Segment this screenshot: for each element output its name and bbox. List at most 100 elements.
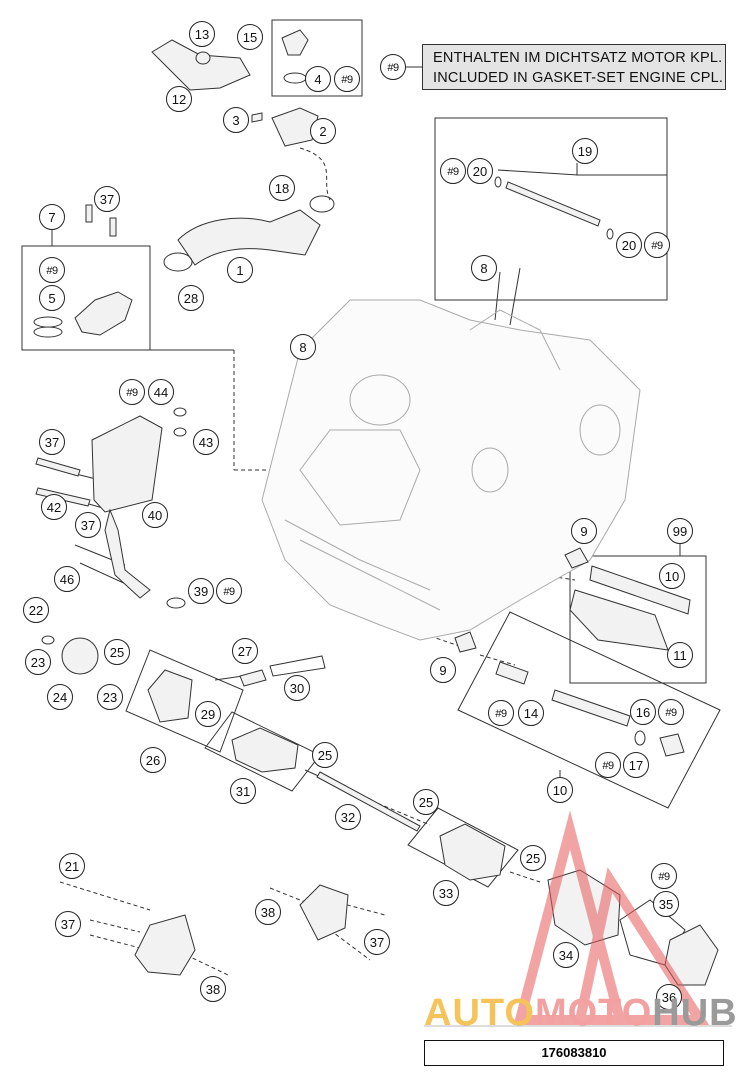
callout-31[interactable]: 31	[230, 778, 256, 804]
callout-32[interactable]: 32	[335, 804, 361, 830]
callout-23-b[interactable]: 23	[97, 684, 123, 710]
callout-11[interactable]: 11	[667, 642, 693, 668]
group-box-19	[434, 117, 668, 301]
callout-23-a[interactable]: 23	[25, 649, 51, 675]
callout-7[interactable]: 7	[39, 204, 65, 230]
callout-9-b[interactable]: 9	[430, 657, 456, 683]
callout-37-b[interactable]: 37	[39, 429, 65, 455]
hose-clamp-28	[163, 252, 193, 272]
callout-22[interactable]: 22	[23, 597, 49, 623]
callout-20-b[interactable]: 20	[616, 232, 642, 258]
callout-40[interactable]: 40	[142, 502, 168, 528]
callout-25-b[interactable]: 25	[312, 742, 338, 768]
callout-13[interactable]: 13	[189, 21, 215, 47]
washer-44	[173, 407, 187, 417]
callout-29[interactable]: 29	[195, 701, 221, 727]
callout-28[interactable]: 28	[178, 285, 204, 311]
o-ring-20a	[494, 176, 502, 188]
callout-18[interactable]: 18	[269, 175, 295, 201]
callout-ref-9-c[interactable]: #9	[440, 158, 466, 184]
callout-37-c[interactable]: 37	[75, 512, 101, 538]
watermark-logo	[513, 810, 710, 1025]
callout-ref-9-d[interactable]: #9	[644, 232, 670, 258]
bolt-42	[35, 457, 81, 477]
callout-ref-9-j[interactable]: #9	[651, 863, 677, 889]
callout-9-a[interactable]: 9	[571, 518, 597, 544]
callout-ref-9-e[interactable]: #9	[119, 379, 145, 405]
callout-ref-9-note: #9	[380, 54, 406, 80]
callout-44[interactable]: 44	[148, 379, 174, 405]
callout-15[interactable]: 15	[237, 24, 263, 50]
callout-27[interactable]: 27	[232, 638, 258, 664]
oil-hose-1	[177, 209, 321, 266]
callout-3[interactable]: 3	[223, 107, 249, 133]
spring-30	[269, 655, 326, 677]
callout-34[interactable]: 34	[553, 942, 579, 968]
note-line-de: ENTHALTEN IM DICHTSATZ MOTOR KPL.	[433, 50, 723, 66]
callout-5[interactable]: 5	[39, 285, 65, 311]
plug-17	[659, 733, 685, 757]
group-box-99	[569, 555, 707, 684]
callout-8-b[interactable]: 8	[290, 334, 316, 360]
callout-12[interactable]: 12	[166, 86, 192, 112]
callout-25-a[interactable]: 25	[104, 639, 130, 665]
callout-ref-9-f[interactable]: #9	[216, 578, 242, 604]
oil-screen-10a	[589, 565, 691, 615]
bolt-37-b	[109, 217, 117, 237]
callout-39[interactable]: 39	[188, 578, 214, 604]
callout-16[interactable]: 16	[630, 699, 656, 725]
crankcase-outline	[261, 299, 641, 641]
o-ring-20b	[606, 228, 614, 240]
callout-21[interactable]: 21	[59, 853, 85, 879]
oil-cooler-40	[91, 415, 163, 513]
callout-30[interactable]: 30	[284, 675, 310, 701]
screw-3	[251, 112, 263, 123]
pump-shaft-32	[316, 771, 421, 832]
callout-46[interactable]: 46	[54, 566, 80, 592]
callout-10-a[interactable]: 10	[659, 563, 685, 589]
callout-38-a[interactable]: 38	[200, 976, 226, 1002]
o-ring-39	[166, 597, 186, 609]
callout-37-e[interactable]: 37	[364, 929, 390, 955]
callout-19[interactable]: 19	[572, 138, 598, 164]
callout-43[interactable]: 43	[193, 429, 219, 455]
callout-24[interactable]: 24	[47, 684, 73, 710]
callout-10-b[interactable]: 10	[547, 777, 573, 803]
o-ring-16	[634, 730, 646, 746]
filter-housing-9b	[454, 631, 477, 653]
bush-13	[195, 51, 211, 65]
callout-4[interactable]: 4	[305, 66, 331, 92]
callout-ref-9-a[interactable]: #9	[334, 66, 360, 92]
callout-20-a[interactable]: 20	[467, 158, 493, 184]
callout-ref-9-b[interactable]: #9	[39, 257, 65, 283]
callout-35[interactable]: 35	[653, 891, 679, 917]
callout-17[interactable]: 17	[623, 752, 649, 778]
o-ring-5b	[33, 326, 63, 338]
callout-25-d[interactable]: 25	[520, 845, 546, 871]
callout-8-a[interactable]: 8	[471, 255, 497, 281]
washer-43	[173, 427, 187, 437]
callout-26[interactable]: 26	[140, 747, 166, 773]
watermark-auto: AUTO	[424, 992, 535, 1034]
callout-33[interactable]: 33	[433, 880, 459, 906]
callout-ref-9-h[interactable]: #9	[658, 699, 684, 725]
callout-42[interactable]: 42	[41, 494, 67, 520]
callout-2[interactable]: 2	[310, 118, 336, 144]
group-box-10	[457, 611, 721, 809]
callout-14[interactable]: 14	[518, 700, 544, 726]
bush-14	[495, 661, 529, 685]
callout-ref-9-g[interactable]: #9	[488, 700, 514, 726]
callout-37-a[interactable]: 37	[94, 186, 120, 212]
callout-99[interactable]: 99	[667, 518, 693, 544]
callout-36[interactable]: 36	[656, 984, 682, 1010]
oil-nozzle-7	[74, 291, 133, 336]
oil-pump-gear-24	[61, 637, 99, 675]
callout-37-d[interactable]: 37	[55, 911, 81, 937]
callout-1[interactable]: 1	[227, 257, 253, 283]
callout-25-c[interactable]: 25	[413, 789, 439, 815]
pump-rotor-31	[231, 727, 299, 773]
callout-ref-9-i[interactable]: #9	[595, 752, 621, 778]
o-ring-4	[283, 72, 307, 84]
callout-38-b[interactable]: 38	[255, 899, 281, 925]
